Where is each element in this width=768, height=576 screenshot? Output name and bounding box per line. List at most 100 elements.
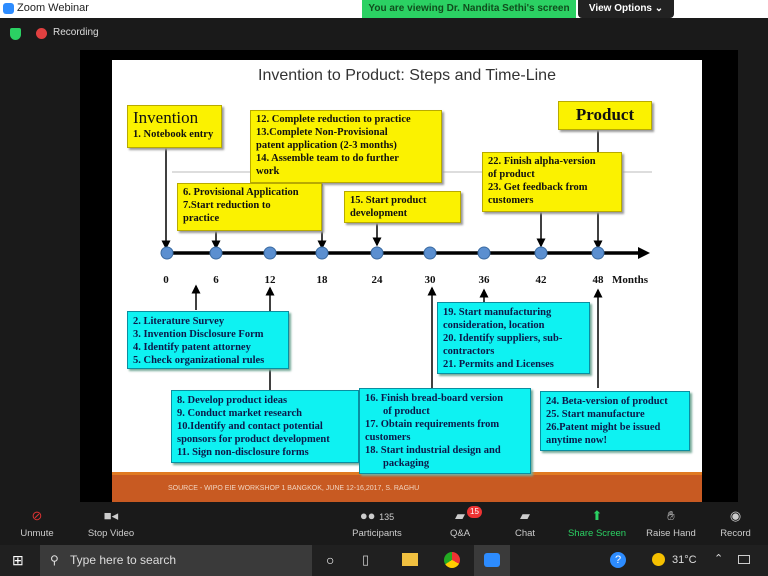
box-line: 23. Get feedback from — [488, 182, 588, 193]
unmute-button[interactable]: ⊘ Unmute — [2, 506, 72, 542]
record-icon: ◉ — [729, 508, 742, 523]
raise-hand-label: Raise Hand — [646, 528, 696, 539]
muted-mic-icon: ⊘ — [31, 508, 43, 523]
box-line: of product — [383, 406, 430, 417]
tick-label: 0 — [163, 274, 169, 286]
view-options-button[interactable]: View Options ⌄ — [578, 0, 674, 18]
window-title: Zoom Webinar — [17, 2, 89, 14]
box-line: 10.Identify and contact potential — [177, 421, 323, 432]
tick-label: 6 — [213, 274, 219, 286]
box-line: 6. Provisional Application — [183, 187, 299, 198]
box-line: 7.Start reduction to — [183, 200, 271, 211]
chevron-up-icon[interactable]: ⌃ — [714, 553, 724, 565]
box-line: 20. Identify suppliers, sub- — [443, 333, 563, 344]
box-steps-12-14: 12. Complete reduction to practice 13.Co… — [250, 110, 442, 183]
recording-label: Recording — [53, 27, 99, 38]
zoom-logo-icon — [3, 3, 14, 14]
record-label: Record — [720, 528, 751, 539]
box-line: 1. Notebook entry — [133, 129, 214, 140]
box-line: 2. Literature Survey — [133, 316, 225, 327]
slide: Invention to Product: Steps and Time-Lin… — [112, 60, 702, 502]
box-line: customers — [365, 432, 411, 443]
unmute-label: Unmute — [20, 528, 54, 539]
chat-label: Chat — [514, 528, 536, 539]
box-line: practice — [183, 213, 220, 224]
box-line: packaging — [383, 458, 430, 469]
shield-icon[interactable] — [10, 28, 21, 40]
network-icon[interactable] — [738, 555, 750, 564]
box-line: consideration, location — [443, 320, 545, 331]
stop-video-button[interactable]: ■◂Stop Video — [76, 506, 146, 542]
chat-icon: ▰ — [520, 508, 530, 523]
qa-icon: ▰15 — [425, 506, 495, 528]
participants-icon: ●● 135 — [359, 508, 395, 523]
search-placeholder: Type here to search — [70, 553, 177, 567]
box-line: 24. Beta-version of product — [546, 396, 668, 407]
invention-heading: Invention — [133, 108, 199, 127]
viewing-banner: You are viewing Dr. Nandita Sethi's scre… — [362, 0, 576, 18]
box-line: patent application (2-3 months) — [256, 140, 397, 151]
box-line: 18. Start industrial design and — [365, 445, 501, 456]
box-steps-16-18: 16. Finish bread-board version of produc… — [359, 388, 531, 474]
taskbar-search-input[interactable]: ⚲ Type here to search — [40, 545, 312, 576]
box-steps-19-21: 19. Start manufacturing consideration, l… — [437, 302, 590, 374]
windows-taskbar: ⊞ ⚲ Type here to search ○ ▯ ? 31°C ⌃ — [0, 545, 768, 576]
box-line: 11. Sign non-disclosure forms — [177, 447, 309, 458]
zoom-taskbar-button[interactable] — [474, 545, 510, 576]
box-steps-24-26: 24. Beta-version of product 25. Start ma… — [540, 391, 690, 451]
record-button[interactable]: ◉ Record — [703, 506, 768, 542]
search-icon: ⚲ — [50, 553, 59, 567]
box-line: 19. Start manufacturing — [443, 307, 552, 318]
tick-label: 12 — [264, 274, 276, 286]
meeting-topbar: Recording — [0, 18, 768, 50]
box-line: 21. Permits and Licenses — [443, 359, 554, 370]
box-line: 4. Identify patent attorney — [133, 342, 251, 353]
tick-label: 30 — [424, 274, 436, 286]
box-line: 15. Start product — [350, 195, 427, 206]
tick-label: 18 — [316, 274, 328, 286]
box-line: 8. Develop product ideas — [177, 395, 288, 406]
slide-title: Invention to Product: Steps and Time-Lin… — [258, 67, 556, 84]
source-note: SOURCE - WIPO EIE WORKSHOP 1 BANGKOK, JU… — [168, 485, 420, 492]
box-steps-2-5: 2. Literature Survey 3. Invention Disclo… — [127, 311, 289, 369]
box-line: 9. Conduct market research — [177, 408, 303, 419]
box-line: 3. Invention Disclosure Form — [133, 329, 264, 340]
box-line: 16. Finish bread-board version — [365, 393, 504, 404]
box-line: sponsors for product development — [177, 434, 330, 445]
box-step-15: 15. Start product development — [344, 191, 461, 223]
participants-count: 135 — [379, 512, 395, 522]
box-line: contractors — [443, 346, 495, 357]
help-icon[interactable]: ? — [610, 552, 626, 568]
windows-start-icon[interactable]: ⊞ — [12, 552, 24, 568]
box-line: 14. Assemble team to do further — [256, 153, 399, 164]
box-line: work — [256, 166, 280, 177]
box-steps-8-11: 8. Develop product ideas 9. Conduct mark… — [171, 390, 359, 463]
chat-button[interactable]: ▰ Chat — [490, 506, 560, 542]
box-line: 12. Complete reduction to practice — [256, 114, 411, 125]
task-view-icon[interactable]: ▯ — [362, 552, 370, 567]
cortana-icon[interactable]: ○ — [326, 552, 335, 568]
timeline-arrowhead — [638, 247, 650, 259]
box-steps-22-23: 22. Finish alpha-version of product 23. … — [482, 152, 622, 212]
tick-label: 24 — [371, 274, 383, 286]
box-line: 5. Check organizational rules — [133, 355, 265, 366]
file-explorer-icon[interactable] — [402, 553, 418, 566]
slide-footer: SOURCE - WIPO EIE WORKSHOP 1 BANGKOK, JU… — [112, 472, 702, 502]
raise-hand-button[interactable]: ✋︎Raise Hand — [636, 506, 706, 542]
product-box: Product — [558, 101, 652, 130]
temperature[interactable]: 31°C — [672, 554, 697, 566]
tick-label: 36 — [478, 274, 490, 286]
box-line: customers — [488, 195, 534, 206]
participants-label: Participants — [352, 528, 402, 539]
box-line: 22. Finish alpha-version — [488, 156, 596, 167]
chrome-icon[interactable] — [444, 552, 460, 568]
zoom-app-icon — [484, 553, 500, 567]
share-screen-button[interactable]: ⬆Share Screen — [562, 506, 632, 542]
window-titlebar: Zoom Webinar You are viewing Dr. Nandita… — [0, 0, 768, 18]
box-line: 13.Complete Non-Provisional — [256, 127, 388, 138]
tick-label: 48 — [592, 274, 604, 286]
box-line: 17. Obtain requirements from — [365, 419, 500, 430]
